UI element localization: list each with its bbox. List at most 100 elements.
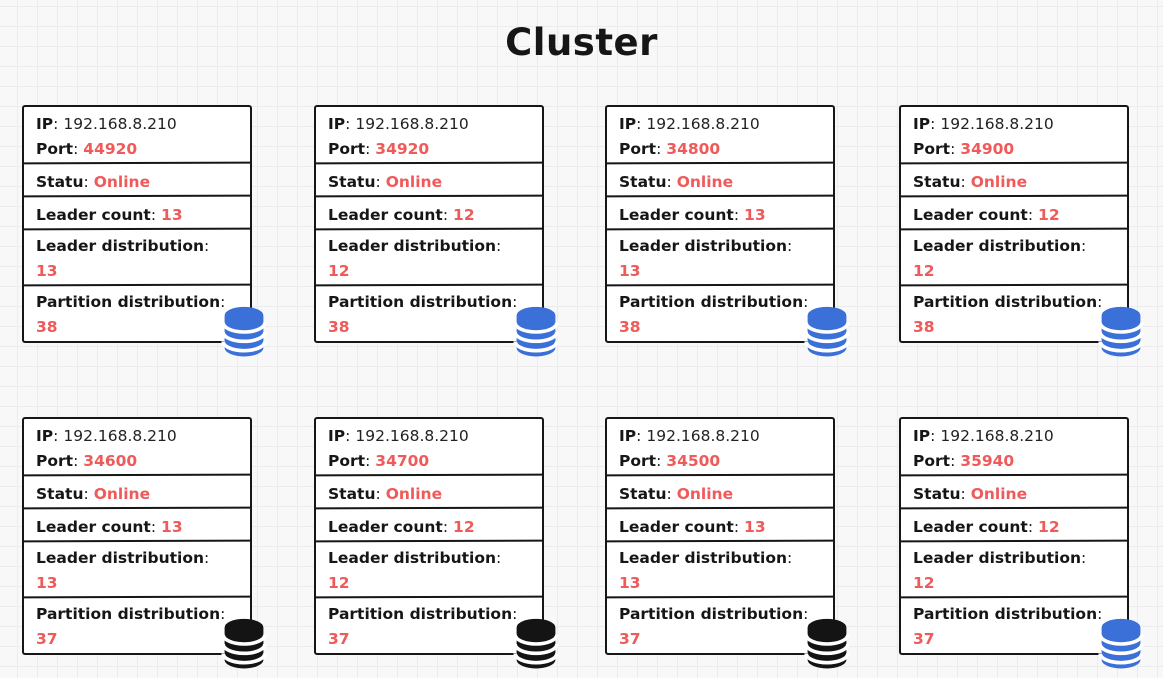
leader-distribution-value: 12 [913, 262, 935, 280]
label-separator: : [150, 518, 157, 536]
node-card: IP:192.168.8.210 Port:34700 Statu:Online… [314, 417, 559, 669]
node-port: Port:34920 [328, 137, 536, 162]
port-value: 34900 [960, 140, 1015, 158]
database-icon [804, 306, 850, 358]
leader-count-label: Leader count [36, 206, 151, 224]
leader-distribution-label: Leader distribution [913, 237, 1082, 255]
leader-distribution-label: Leader distribution [619, 549, 788, 567]
partition-distribution-label: Partition distribution [328, 605, 513, 623]
node-ip: IP:192.168.8.210 [619, 424, 827, 449]
status-value: Online [93, 173, 151, 191]
label-separator: : [442, 518, 449, 536]
leader-distribution-label: Leader distribution [36, 237, 205, 255]
diagram-title: Cluster [505, 21, 658, 64]
port-label: Port [619, 452, 657, 470]
port-label: Port [328, 140, 366, 158]
label-separator: : [83, 485, 89, 503]
status-label: Statu [36, 173, 84, 191]
ip-value: 192.168.8.210 [646, 427, 760, 445]
label-separator: : [73, 452, 79, 470]
leader-count-value: 13 [161, 206, 183, 224]
port-value: 34800 [666, 140, 721, 158]
label-separator: : [1097, 293, 1103, 311]
partition-distribution-value: 38 [619, 318, 641, 336]
label-separator: : [930, 427, 936, 445]
port-value: 35940 [960, 452, 1015, 470]
leader-distribution-value: 12 [913, 574, 935, 592]
node-ip: IP:192.168.8.210 [913, 112, 1121, 137]
node-ip: IP:192.168.8.210 [36, 112, 244, 137]
label-separator: : [220, 293, 226, 311]
ip-label: IP [619, 427, 637, 445]
node-ip: IP:192.168.8.210 [328, 112, 536, 137]
port-label: Port [619, 140, 657, 158]
partition-distribution-value: 37 [619, 630, 641, 648]
ip-label: IP [328, 115, 346, 133]
label-separator: : [345, 115, 351, 133]
node-leader-count: Leader count:12 [328, 515, 536, 540]
leader-count-value: 12 [1038, 518, 1060, 536]
status-value: Online [970, 173, 1028, 191]
node-card: IP:192.168.8.210 Port:35940 Statu:Online… [899, 417, 1144, 669]
node-card: IP:192.168.8.210 Port:34500 Statu:Online… [605, 417, 850, 669]
label-separator: : [930, 115, 936, 133]
node-status: Statu:Online [619, 482, 827, 507]
label-separator: : [656, 140, 662, 158]
partition-distribution-label: Partition distribution [913, 293, 1098, 311]
label-separator: : [733, 206, 740, 224]
label-separator: : [496, 549, 502, 567]
label-separator: : [1097, 605, 1103, 623]
label-separator: : [365, 140, 371, 158]
ip-label: IP [36, 427, 54, 445]
node-partition-distribution: Partition distribution: [619, 290, 827, 315]
label-separator: : [53, 115, 59, 133]
label-separator: : [204, 237, 210, 255]
node-ip: IP:192.168.8.210 [328, 424, 536, 449]
partition-distribution-label: Partition distribution [913, 605, 1098, 623]
status-value: Online [970, 485, 1028, 503]
label-separator: : [365, 452, 371, 470]
label-separator: : [83, 173, 89, 191]
database-icon [1098, 306, 1144, 358]
label-separator: : [787, 549, 793, 567]
ip-value: 192.168.8.210 [646, 115, 760, 133]
leader-count-value: 13 [744, 518, 766, 536]
partition-distribution-label: Partition distribution [36, 605, 221, 623]
status-label: Statu [913, 485, 961, 503]
status-label: Statu [328, 485, 376, 503]
label-separator: : [375, 173, 381, 191]
partition-distribution-label: Partition distribution [619, 293, 804, 311]
ip-label: IP [36, 115, 54, 133]
node-partition-distribution: Partition distribution: [913, 290, 1121, 315]
label-separator: : [512, 605, 518, 623]
database-icon [513, 306, 559, 358]
label-separator: : [375, 485, 381, 503]
node-leader-distribution: Leader distribution: [619, 234, 827, 259]
node-partition-distribution: Partition distribution: [36, 602, 244, 627]
port-value: 34600 [83, 452, 138, 470]
leader-count-label: Leader count [913, 518, 1028, 536]
node-partition-distribution: Partition distribution: [619, 602, 827, 627]
label-separator: : [960, 173, 966, 191]
node-leader-distribution: Leader distribution: [913, 546, 1121, 571]
label-separator: : [220, 605, 226, 623]
node-status: Statu:Online [619, 170, 827, 195]
partition-distribution-value: 38 [328, 318, 350, 336]
partition-distribution-value: 37 [328, 630, 350, 648]
node-port: Port:34900 [913, 137, 1121, 162]
ip-label: IP [913, 115, 931, 133]
node-leader-count: Leader count:13 [36, 203, 244, 228]
partition-distribution-label: Partition distribution [36, 293, 221, 311]
port-label: Port [913, 452, 951, 470]
leader-count-value: 12 [1038, 206, 1060, 224]
ip-value: 192.168.8.210 [355, 115, 469, 133]
node-ip: IP:192.168.8.210 [36, 424, 244, 449]
leader-count-value: 12 [453, 206, 475, 224]
node-status: Statu:Online [36, 482, 244, 507]
status-value: Online [676, 173, 734, 191]
partition-distribution-label: Partition distribution [619, 605, 804, 623]
node-leader-distribution: Leader distribution: [328, 546, 536, 571]
status-value: Online [93, 485, 151, 503]
status-label: Statu [619, 485, 667, 503]
